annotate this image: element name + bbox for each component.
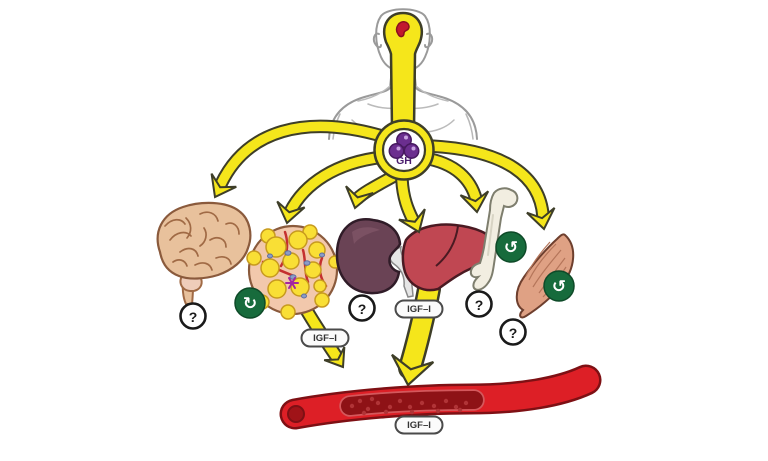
arrow-to-brain — [210, 119, 389, 199]
question-badge-brain: ? — [179, 302, 207, 330]
gh-label: GH — [396, 155, 412, 167]
rotate-ccw-icon-muscle: ↺ — [543, 270, 575, 302]
femur — [469, 187, 519, 291]
gh-hub: GH — [373, 119, 435, 181]
kidney-highlight — [352, 227, 380, 244]
igf1-text: IGF–I — [407, 420, 431, 431]
stellate-cell — [285, 277, 299, 289]
blood-vessel-illustration — [279, 364, 602, 430]
arrow-to-liver — [395, 173, 426, 234]
right-ear — [424, 32, 434, 49]
pituitary-icon — [395, 21, 410, 38]
brain-illustration — [156, 201, 252, 305]
arrow-to-bone — [417, 151, 490, 214]
adipose-tissue-illustration — [246, 224, 342, 320]
igf1-label-liver: IGF–I — [394, 299, 444, 319]
question-text: ? — [475, 297, 484, 313]
question-badge-bone: ? — [465, 290, 493, 318]
vessel-lumen — [341, 391, 483, 415]
arrowhead — [391, 353, 435, 387]
kidney-body — [335, 218, 402, 295]
vessel-open-end — [287, 405, 305, 423]
recycle-clockwise-glyph: ↻ — [243, 294, 257, 314]
recycle-icon-adipose: ↻ — [234, 287, 266, 319]
stromal-cells — [267, 250, 325, 299]
arrow-to-kidney — [345, 169, 401, 210]
question-text: ? — [358, 301, 367, 317]
arrow-to-adipose — [276, 150, 391, 225]
arrow-to-muscle — [423, 139, 556, 231]
rotate-ccw-icon-bone: ↺ — [495, 231, 527, 263]
brain-gyri — [164, 211, 240, 271]
question-badge-kidney: ? — [348, 294, 376, 322]
left-ear — [372, 32, 382, 49]
igf1-label-vessel: IGF–I — [394, 415, 444, 435]
question-badge-muscle: ? — [499, 318, 527, 346]
channel-shape — [383, 11, 423, 130]
muscle-illustration — [515, 233, 575, 319]
gh-secretion-channel — [383, 11, 423, 130]
rotate-ccw-glyph: ↺ — [504, 238, 518, 258]
igf1-label-adipose: IGF–I — [300, 328, 350, 348]
arrowhead — [323, 346, 346, 369]
rotate-ccw-glyph: ↺ — [552, 277, 566, 297]
blood-cells — [349, 396, 469, 416]
gh-arrows — [210, 119, 556, 234]
igf1-text: IGF–I — [407, 304, 431, 315]
question-text: ? — [189, 309, 198, 325]
igf1-text: IGF–I — [313, 333, 337, 344]
kidney-illustration — [335, 218, 414, 298]
liver-lobe-divider — [435, 225, 459, 267]
arrow-liver-to-vessel — [391, 277, 441, 387]
right-arm-line — [465, 113, 474, 140]
gh-molecule-highlights — [396, 135, 416, 151]
bone-illustration — [469, 187, 519, 291]
question-text: ? — [509, 325, 518, 341]
bone-detail — [487, 214, 494, 256]
